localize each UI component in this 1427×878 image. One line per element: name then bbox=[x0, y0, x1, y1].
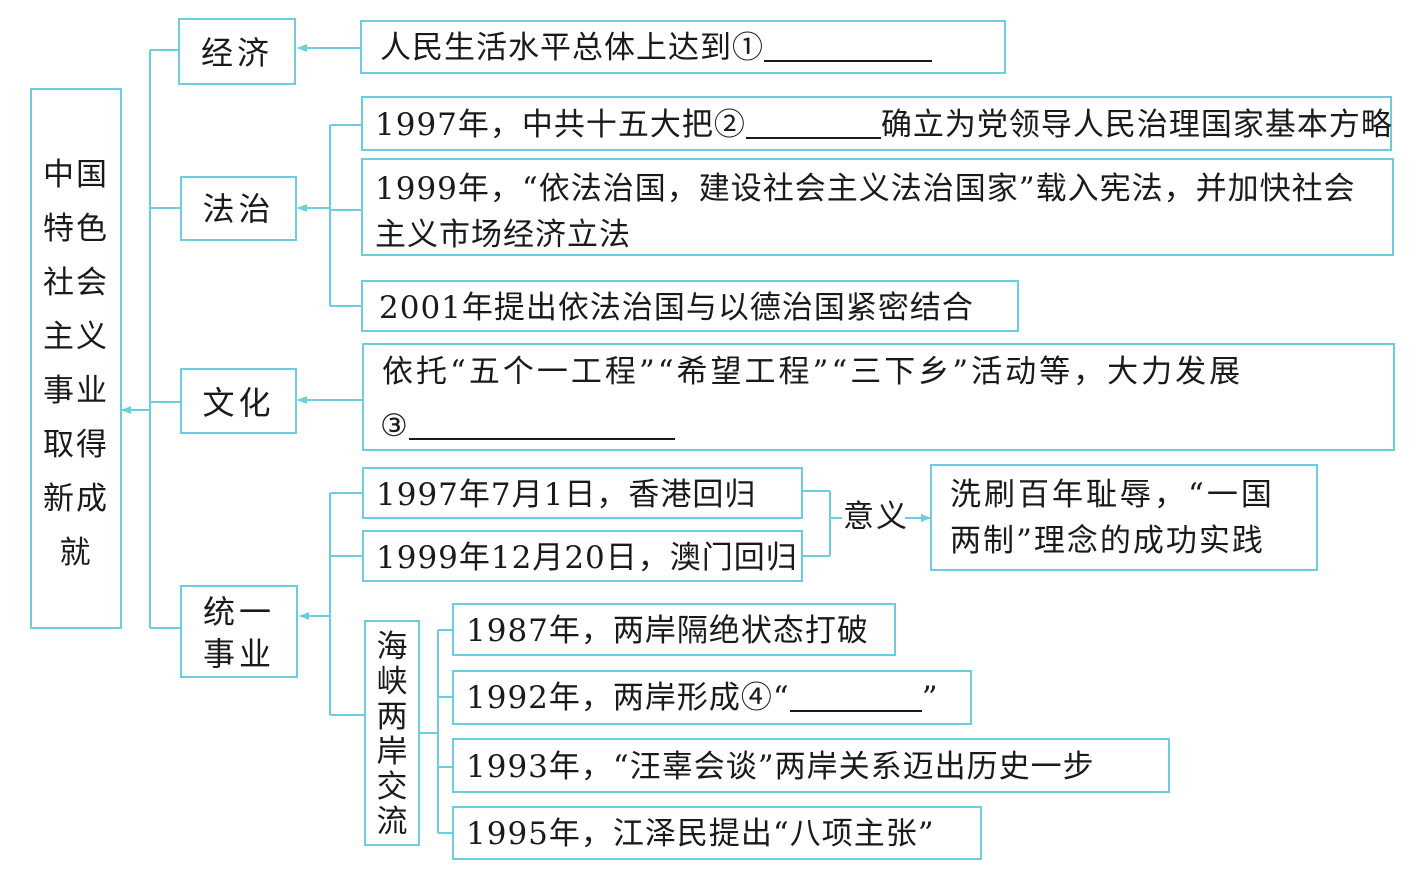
cross-strait-item-3-box: 1993年，“汪辜会谈”两岸关系迈出历史一步 bbox=[452, 738, 1170, 793]
cross-strait-item-2-after: ” bbox=[921, 680, 939, 716]
culture-item-line-2-marker: ③ bbox=[380, 408, 409, 444]
culture-item-box: 依托“五个一工程”“希望工程”“三下乡”活动等，大力发展 ③ bbox=[362, 343, 1395, 451]
significance-box: 洗刷百年耻辱，“一国 两制”理念的成功实践 bbox=[930, 464, 1318, 571]
rule-of-law-item-1-before: 1997年，中共十五大把② bbox=[375, 107, 746, 143]
rule-of-law-item-1-box: 1997年，中共十五大把② 确立为党领导人民治理国家基本方略 bbox=[361, 96, 1392, 151]
category-unification-line-1: 统一 bbox=[202, 593, 275, 631]
hongkong-box: 1997年7月1日，香港回归 bbox=[362, 467, 803, 519]
cross-strait-item-2-before: 1992年，两岸形成④“ bbox=[466, 680, 790, 716]
fill-in-blank-4 bbox=[789, 710, 922, 712]
culture-item-line-2: ③ bbox=[380, 411, 675, 442]
significance-line-2: 两制”理念的成功实践 bbox=[950, 523, 1265, 559]
fill-in-blank-1 bbox=[764, 60, 932, 62]
rule-of-law-item-1-text: 1997年，中共十五大把② 确立为党领导人民治理国家基本方略 bbox=[375, 110, 1393, 141]
rule-of-law-item-3-text: 2001年提出依法治国与以德治国紧密结合 bbox=[379, 290, 974, 326]
significance-line-1: 洗刷百年耻辱，“一国 bbox=[950, 477, 1275, 513]
category-economy-label: 经济 bbox=[200, 34, 273, 72]
fill-in-blank-3 bbox=[408, 438, 675, 440]
fill-in-blank-2 bbox=[745, 137, 881, 139]
cross-strait-item-1-box: 1987年，两岸隔绝状态打破 bbox=[452, 603, 896, 656]
category-unification: 统一 事业 bbox=[180, 585, 298, 678]
rule-of-law-item-2-line-2: 主义市场经济立法 bbox=[375, 217, 631, 253]
rule-of-law-item-2-box: 1999年，“依法治国，建设社会主义法治国家”载入宪法，并加快社会 主义市场经济… bbox=[361, 158, 1394, 256]
category-culture: 文化 bbox=[180, 368, 297, 434]
significance-label: 意义 bbox=[843, 499, 909, 535]
root-label: 中国 特色 社会 主义 事业 取得 新成 就 bbox=[32, 148, 120, 580]
economy-item-box: 人民生活水平总体上达到① bbox=[360, 20, 1006, 74]
root-line-6: 取得 bbox=[43, 427, 109, 463]
culture-item-line-1: 依托“五个一工程”“希望工程”“三下乡”活动等，大力发展 bbox=[382, 354, 1244, 390]
cross-strait-item-2-box: 1992年，两岸形成④“ ” bbox=[452, 670, 972, 725]
cross-strait-item-4-box: 1995年，江泽民提出“八项主张” bbox=[452, 806, 982, 860]
rule-of-law-item-1-after: 确立为党领导人民治理国家基本方略 bbox=[880, 107, 1393, 143]
rule-of-law-item-3-box: 2001年提出依法治国与以德治国紧密结合 bbox=[361, 280, 1019, 332]
macau-text: 1999年12月20日，澳门回归 bbox=[376, 540, 798, 576]
economy-item-text: 人民生活水平总体上达到① bbox=[380, 33, 932, 64]
cross-strait-item-1-text: 1987年，两岸隔绝状态打破 bbox=[466, 613, 869, 649]
cross-strait-item-3-text: 1993年，“汪辜会谈”两岸关系迈出历史一步 bbox=[466, 749, 1095, 785]
root-line-8: 就 bbox=[59, 535, 93, 571]
root-box: 中国 特色 社会 主义 事业 取得 新成 就 bbox=[30, 88, 122, 629]
rule-of-law-item-2-line-1: 1999年，“依法治国，建设社会主义法治国家”载入宪法，并加快社会 bbox=[375, 171, 1356, 207]
category-unification-line-2: 事业 bbox=[202, 635, 275, 673]
root-line-4: 主义 bbox=[43, 319, 109, 355]
root-line-5: 事业 bbox=[43, 373, 109, 409]
macau-box: 1999年12月20日，澳门回归 bbox=[362, 530, 803, 582]
category-rule-of-law-label: 法治 bbox=[202, 190, 275, 228]
root-line-1: 中国 bbox=[43, 157, 109, 193]
cross-strait-item-2-text: 1992年，两岸形成④“ ” bbox=[466, 683, 939, 714]
cross-strait-item-4-text: 1995年，江泽民提出“八项主张” bbox=[466, 816, 935, 852]
economy-item-label: 人民生活水平总体上达到① bbox=[380, 30, 764, 66]
root-line-3: 社会 bbox=[43, 265, 109, 301]
hongkong-text: 1997年7月1日，香港回归 bbox=[376, 477, 757, 513]
root-line-7: 新成 bbox=[43, 481, 109, 517]
category-culture-label: 文化 bbox=[202, 384, 275, 422]
category-economy: 经济 bbox=[178, 18, 296, 85]
category-unification-label: 统一 事业 bbox=[182, 591, 296, 675]
cross-strait-label: 海峡两岸交流 bbox=[376, 629, 408, 840]
root-line-2: 特色 bbox=[43, 211, 109, 247]
cross-strait-label-box: 海峡两岸交流 bbox=[364, 620, 420, 846]
category-rule-of-law: 法治 bbox=[180, 176, 297, 241]
